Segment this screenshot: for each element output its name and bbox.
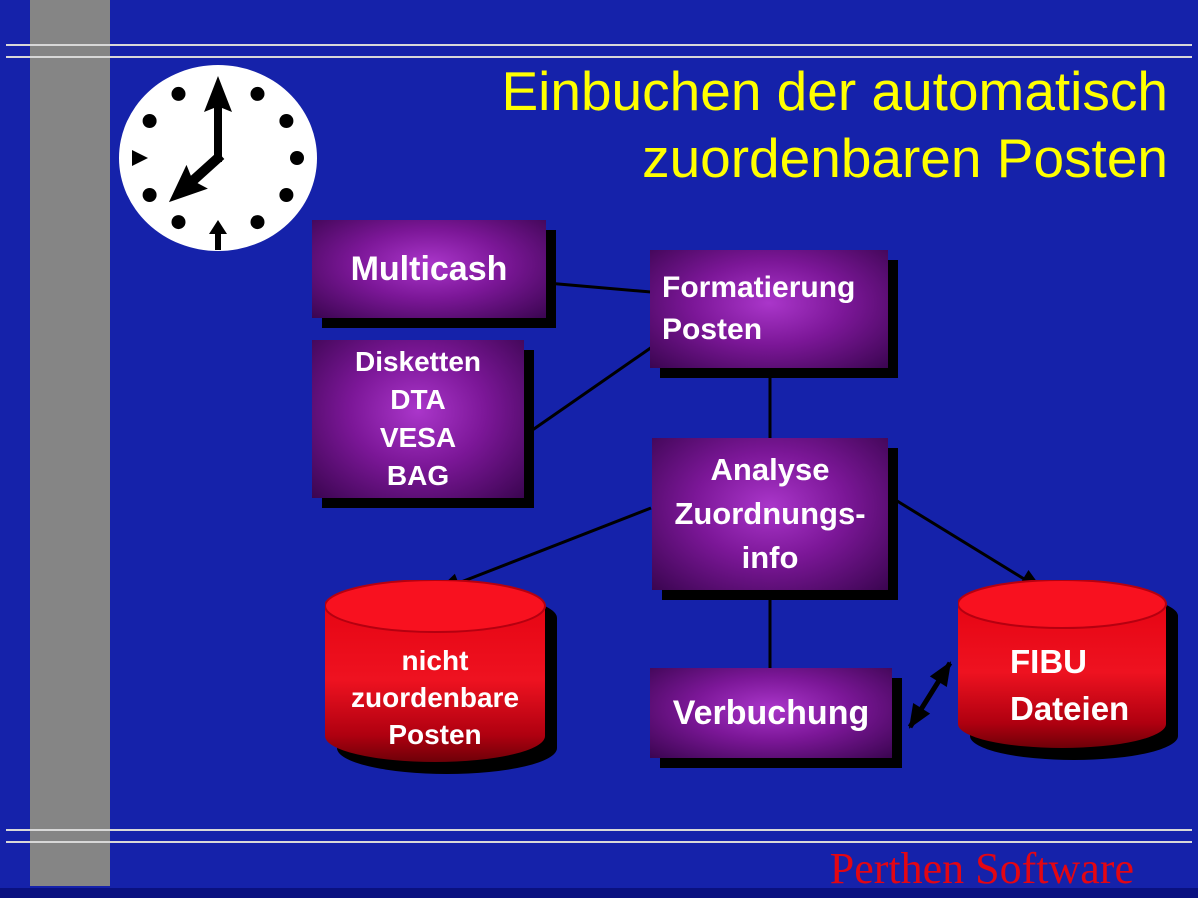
connector-analyse-fibu [888,494,1044,592]
node-analyse-line-1: Analyse [710,452,830,487]
clock-icon [119,65,317,251]
cylinder-top [324,579,546,633]
node-verbuchung: Verbuchung [650,668,892,758]
datastore-nicht-zuordenbare-posten: nicht zuordenbare Posten [324,579,557,774]
node-disketten: Disketten DTA VESA BAG [312,340,524,498]
node-multicash-label: Multicash [350,249,508,288]
clock-hour-hand [168,151,225,203]
datastore-fibu-dateien: FIBU Dateien [957,579,1180,762]
datastore-fibu-label: FIBU Dateien [1010,638,1170,732]
node-formatierung-posten: Formatierung Posten [650,250,888,368]
nicht-line-3: Posten [388,719,482,750]
node-disketten-line-2: DTA [390,384,446,415]
connector-verbuchung-fibu-bidirectional [907,661,953,729]
node-analyse-line-2: Zuordnungs- [674,496,866,531]
node-multicash: Multicash [312,220,546,318]
connector-analyse-nicht-posten [436,506,652,593]
footer-brand: Perthen Software [829,844,1134,893]
node-disketten-line-4: BAG [386,460,450,491]
bottom-rule-1 [6,829,1192,831]
node-analyse-zuordnungsinfo: Analyse Zuordnungs- info [652,438,888,590]
fibu-line-2: Dateien [1010,690,1130,727]
datastore-nicht-label: nicht zuordenbare Posten [325,642,545,753]
bottom-rule-2 [6,841,1192,843]
bottom-edge-strip [0,888,1198,898]
nicht-line-1: nicht [401,645,469,676]
title-line-2: zuordenbaren Posten [642,127,1168,189]
slide-title: Einbuchen der automatisch zuordenbaren P… [501,58,1168,192]
node-analyse-line-3: info [741,540,799,575]
node-disketten-line-1: Disketten [354,346,482,377]
clock-six-arrow [209,220,227,250]
fibu-line-1: FIBU [1010,643,1087,680]
title-line-1: Einbuchen der automatisch [501,60,1168,122]
connector-disketten-formatierung [530,345,653,433]
top-rule-1 [6,44,1192,46]
cylinder-shape [324,579,557,774]
node-disketten-line-3: VESA [379,422,457,453]
cylinder-shape [957,579,1178,760]
node-verbuchung-label: Verbuchung [672,693,870,732]
node-formatierung-line-2: Posten [662,313,763,346]
clock-minute-hand [204,76,232,162]
cylinder-top [957,579,1167,629]
top-rule-2 [6,56,1192,58]
nicht-line-2: zuordenbare [350,682,520,713]
clock-nine-marker [132,150,148,166]
left-accent-bar [30,0,110,886]
connector-multicash-formatierung [546,281,652,294]
clock-hour-dots [142,86,304,230]
node-formatierung-line-1: Formatierung [662,271,856,304]
